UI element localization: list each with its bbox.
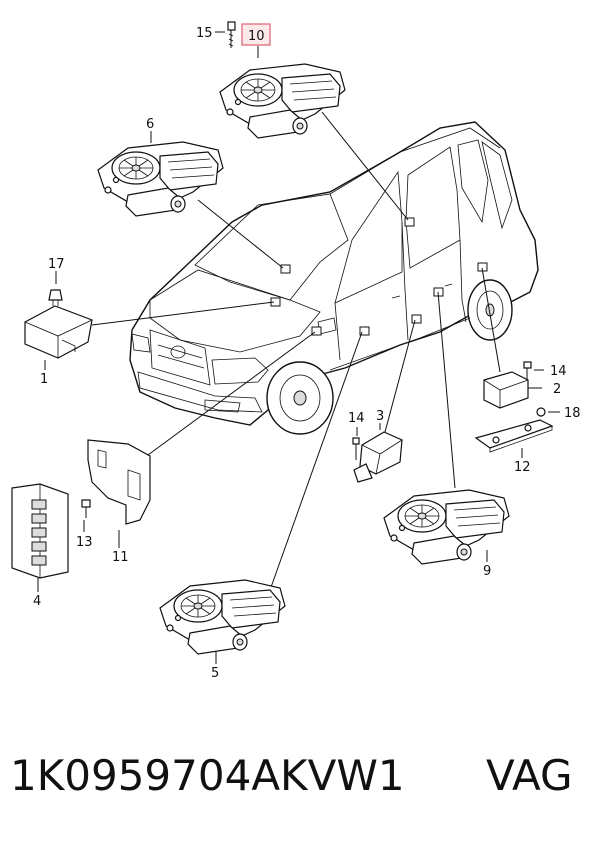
callout-12: 12 [514,460,531,475]
part-5-window-regulator-motor [159,579,286,655]
callout-17: 17 [48,257,65,272]
part-10-window-regulator-motor [219,63,346,139]
part-3-sensor [352,431,403,483]
callout-4: 4 [33,594,41,609]
location-marker [411,314,422,324]
callout-14-right: 14 [550,364,567,379]
part-9-window-regulator-motor [383,489,510,565]
part-4-relay-board [11,483,69,579]
location-marker [359,326,370,336]
callout-1: 1 [40,372,48,387]
highlight-box [241,23,271,46]
part-15-screw [227,21,236,48]
callout-6: 6 [146,117,154,132]
callout-18: 18 [564,406,581,421]
part-12-bracket [474,407,554,453]
callout-10: 10 [248,29,265,44]
location-marker [280,264,291,274]
callout-3: 3 [376,409,384,424]
callout-9: 9 [483,564,491,579]
callout-11: 11 [112,550,129,565]
vehicle-illustration [129,121,539,435]
part-1-control-unit [24,289,93,359]
callout-13: 13 [76,535,93,550]
callout-15: 15 [196,26,213,41]
brand-name: VAG [486,751,573,800]
callout-5: 5 [211,666,219,681]
part-11-bracket [81,439,151,525]
leader-lines [37,31,560,664]
location-marker [404,217,415,227]
location-marker [311,326,322,336]
part-number: 1K0959704AKVW1 [10,751,405,800]
callout-2: 2 [553,382,561,397]
part-2-sensor [483,361,532,409]
callout-14-left: 14 [348,411,365,426]
